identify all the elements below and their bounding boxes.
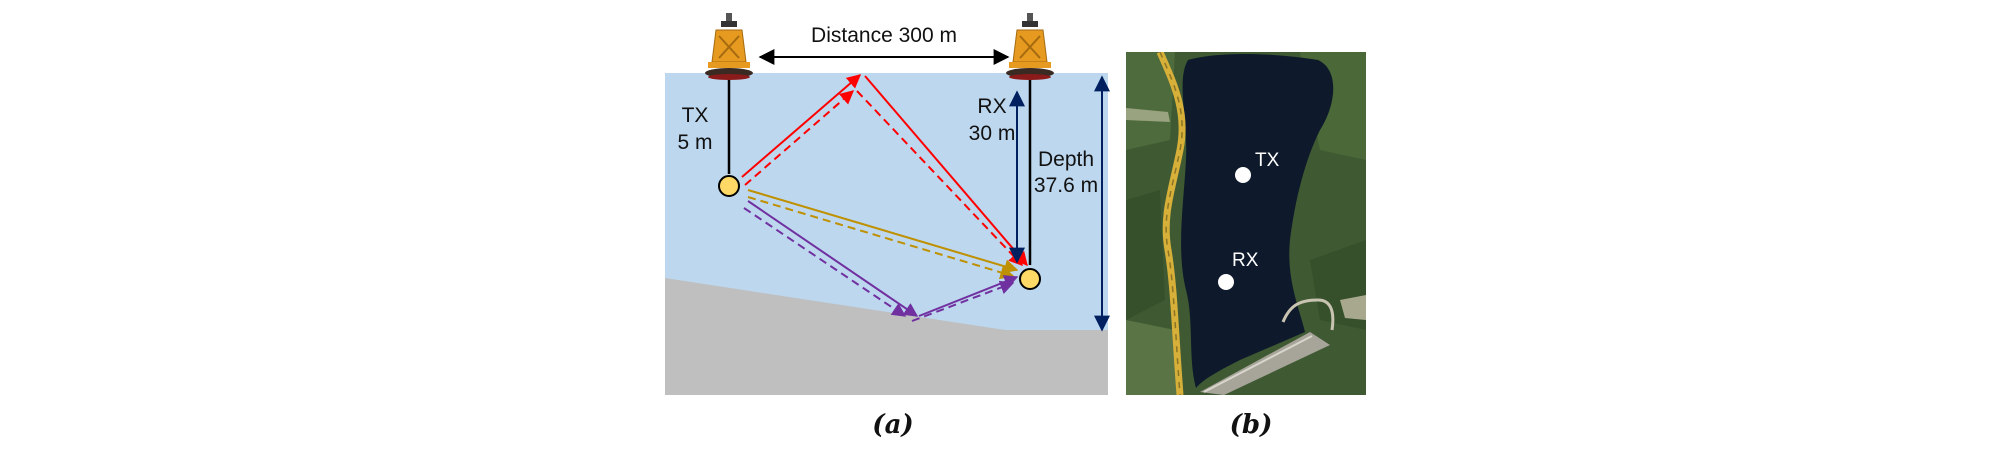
distance-label: Distance 300 m: [811, 24, 957, 47]
map-rx-label: RX: [1232, 250, 1259, 271]
rx-depth-label: 30 m: [969, 122, 1016, 145]
panel-a: Distance 300 m TX 5 m RX: [665, 13, 1110, 440]
tx-buoy-icon: [705, 13, 753, 80]
depth-value: 37.6 m: [1034, 174, 1098, 197]
surface-reflection-path: [741, 74, 1028, 267]
map-tx-label: TX: [1255, 150, 1280, 171]
map-tx-marker: [1235, 167, 1251, 183]
rx-buoy-icon: [1006, 13, 1054, 80]
depth-label: Depth: [1038, 148, 1094, 171]
map-rx-marker: [1218, 274, 1234, 290]
panel-b-caption: (b): [1230, 410, 1273, 440]
satellite-map: TX RX: [1126, 52, 1366, 395]
tx-label: TX: [682, 104, 709, 127]
tx-depth-label: 5 m: [677, 131, 712, 154]
rx-label: RX: [977, 95, 1006, 118]
seabed: [665, 278, 1108, 395]
bottom-reflection-path: [743, 200, 1019, 322]
panel-a-caption: (a): [872, 410, 913, 440]
panel-b: TX RX (b): [1126, 52, 1366, 440]
direct-path: [747, 189, 1019, 280]
dam: [1200, 332, 1330, 395]
tx-node: [718, 175, 740, 197]
rx-node: [1019, 268, 1041, 290]
